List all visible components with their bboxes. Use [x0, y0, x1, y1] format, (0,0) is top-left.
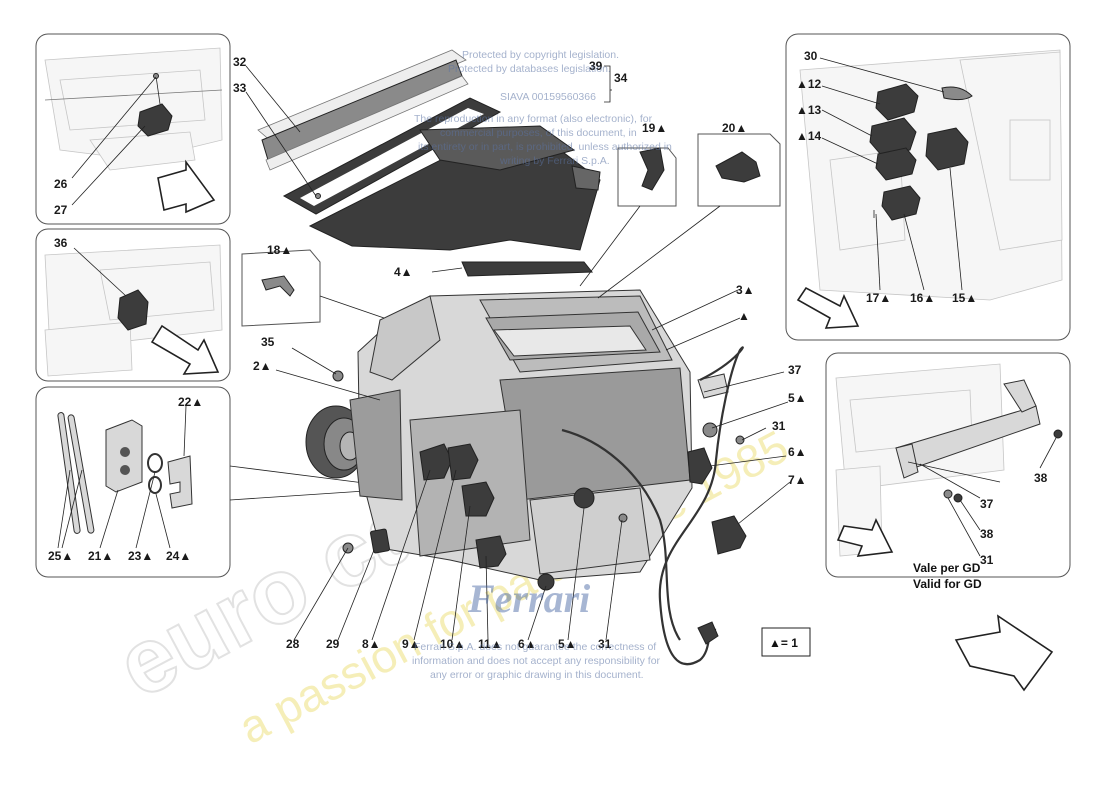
- connector-6: [687, 447, 713, 485]
- callout-28: 28: [286, 637, 300, 651]
- sensor-part: [137, 103, 173, 137]
- callout-24: 24▲: [166, 549, 191, 563]
- reproduction-line-1: The reproduction in any format (also ele…: [414, 113, 653, 125]
- callout-9: 9▲: [402, 637, 421, 651]
- callout-21: 21▲: [88, 549, 113, 563]
- inset-19: [579, 147, 677, 287]
- actuator-14: [875, 147, 917, 181]
- disclaimer-line-1: Ferrari S.p.A. does not guarantee the co…: [414, 641, 656, 653]
- callout-25: 25▲: [48, 549, 73, 563]
- reproduction-line-3: its entirety or in part, is prohibited, …: [418, 141, 672, 153]
- part-4: [461, 261, 594, 277]
- inset-panel-valve: [35, 386, 381, 578]
- callout-36: 36: [54, 236, 68, 250]
- copyright-code: SIAVA 00159560366: [500, 91, 596, 103]
- strap-30: [941, 86, 973, 101]
- clip-22: [167, 455, 193, 509]
- reproduction-line-4: writing by Ferrari S.p.A.: [499, 155, 610, 167]
- callout-6-bottom: 6▲: [518, 637, 537, 651]
- callout-31-bottom: 31: [598, 637, 612, 651]
- callout-27: 27: [54, 203, 68, 217]
- valid-for-gd-en: Valid for GD: [913, 577, 982, 591]
- actuator-15: [925, 127, 969, 171]
- inset-panel-sensor: [35, 33, 231, 225]
- callout-11: 11▲: [478, 637, 503, 651]
- callout-19: 19▲: [642, 121, 667, 135]
- inset-panel-actuators: [785, 33, 1071, 341]
- callout-3b: ▲: [738, 309, 750, 323]
- callout-20: 20▲: [722, 121, 747, 135]
- callout-3: 3▲: [736, 283, 755, 297]
- actuator-12: [875, 83, 919, 121]
- ferrari-watermark: Ferrari: [467, 576, 590, 621]
- air-box-cover: [308, 125, 601, 251]
- reproduction-line-2: commercial purposes, of this document, i…: [440, 127, 637, 139]
- arrow-icon: [954, 614, 1054, 692]
- callout-31-inset: 31: [980, 553, 994, 567]
- arrow-icon: [796, 286, 860, 329]
- callout-13: ▲13: [796, 103, 822, 117]
- connector-7: [711, 515, 747, 555]
- inset-panel-36: [35, 228, 231, 382]
- legend-note: ▲= 1: [769, 636, 798, 650]
- callout-18: 18▲: [267, 243, 292, 257]
- inset-panel-gd-bracket: [825, 352, 1071, 578]
- disclaimer-line-2: information and does not accept any resp…: [412, 655, 661, 667]
- copyright-line-1: Protected by copyright legislation.: [462, 49, 619, 61]
- copyright-watermark: Protected by copyright legislation. Prot…: [412, 49, 672, 681]
- leader-lines: [245, 65, 791, 641]
- callout-2: 2▲: [253, 359, 272, 373]
- callout-29: 29: [326, 637, 340, 651]
- callout-5-right: 5▲: [788, 391, 807, 405]
- callout-34: 34: [614, 71, 628, 85]
- callout-16: 16▲: [910, 291, 935, 305]
- actuator-13: [869, 117, 917, 157]
- callout-8: 8▲: [362, 637, 381, 651]
- part-36: [117, 289, 149, 331]
- callout-38-top: 38: [1034, 471, 1048, 485]
- callout-31-main: 31: [772, 419, 786, 433]
- callout-7: 7▲: [788, 473, 807, 487]
- copyright-line-2: Protected by databases legislation.: [448, 63, 611, 75]
- callout-22: 22▲: [178, 395, 203, 409]
- callout-37-main: 37: [788, 363, 802, 377]
- callout-12: ▲12: [796, 77, 822, 91]
- callout-17: 17▲: [866, 291, 891, 305]
- callout-26: 26: [54, 177, 68, 191]
- arrow-icon: [836, 518, 894, 557]
- disclaimer-line-3: any error or graphic drawing in this doc…: [430, 669, 644, 681]
- callout-37-inset: 37: [980, 497, 994, 511]
- inset-18: [241, 249, 385, 327]
- callout-23: 23▲: [128, 549, 153, 563]
- callout-labels: 32 33 39 34 19▲ 20▲ 18▲ 4▲ 3▲ ▲ 35 2▲ 37…: [48, 49, 1048, 651]
- callout-38-bottom: 38: [980, 527, 994, 541]
- callout-10: 10▲: [440, 637, 465, 651]
- callout-5-bottom: 5▲: [558, 637, 577, 651]
- arrow-icon: [157, 159, 216, 214]
- actuator-16: [881, 185, 921, 221]
- hvac-unit: [305, 261, 747, 666]
- callout-15: 15▲: [952, 291, 977, 305]
- valid-for-gd-it: Vale per GD: [913, 561, 981, 575]
- callout-6-right: 6▲: [788, 445, 807, 459]
- callout-35: 35: [261, 335, 275, 349]
- notes: Vale per GD Valid for GD ▲= 1: [761, 561, 982, 657]
- wiring-harness: [658, 346, 744, 666]
- callout-32: 32: [233, 55, 247, 69]
- callout-39: 39: [589, 59, 603, 73]
- arrow-icon: [150, 324, 220, 375]
- callout-33: 33: [233, 81, 247, 95]
- callout-30: 30: [804, 49, 818, 63]
- inset-20: [597, 133, 781, 299]
- callout-4: 4▲: [394, 265, 413, 279]
- callout-14: ▲14: [796, 129, 822, 143]
